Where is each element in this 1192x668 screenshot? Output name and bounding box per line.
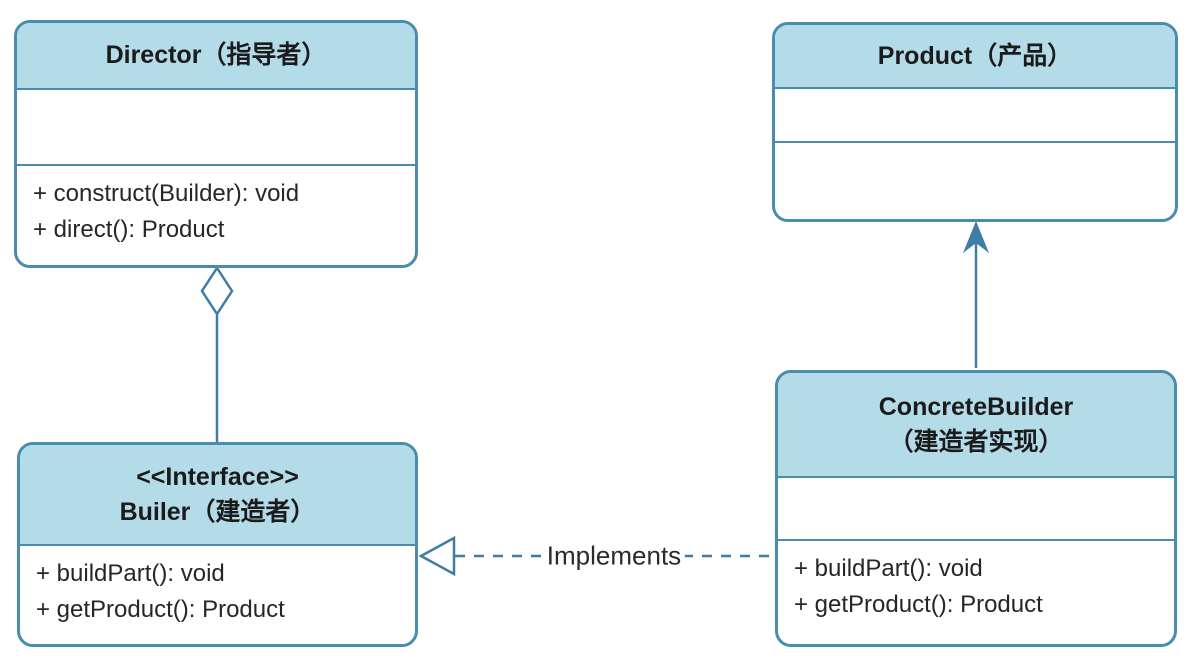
class-director-header: Director（指导者） xyxy=(17,23,415,90)
class-builder-title: Builer（建造者） xyxy=(119,497,316,526)
aggregation-edge-director-builder xyxy=(200,265,234,442)
class-concrete-builder-title: ConcreteBuilder xyxy=(878,392,1074,421)
class-concrete-builder-attributes xyxy=(778,478,1174,541)
class-concrete-builder-subtitle: （建造者实现） xyxy=(888,427,1064,456)
method-buildpart: + buildPart(): void xyxy=(794,555,983,582)
method-getproduct: + getProduct(): Product xyxy=(36,596,285,623)
class-concrete-builder: ConcreteBuilder （建造者实现） + buildPart(): v… xyxy=(775,370,1177,647)
class-product: Product（产品） xyxy=(772,22,1178,222)
class-director-title: Director（指导者） xyxy=(105,41,327,69)
class-director: Director（指导者） + construct(Builder): void… xyxy=(14,20,418,268)
method-direct: + direct(): Product xyxy=(33,216,225,243)
class-builder-header: <<Interface>> Builer（建造者） xyxy=(20,445,415,546)
method-construct: + construct(Builder): void xyxy=(33,180,300,207)
implements-edge-label: Implements xyxy=(542,540,686,572)
class-director-attributes xyxy=(17,90,415,166)
class-product-methods xyxy=(775,143,1175,219)
class-product-attributes xyxy=(775,89,1175,143)
realization-triangle-icon xyxy=(418,535,456,577)
aggregation-diamond-icon xyxy=(200,265,234,317)
association-edge-concretebuilder-product xyxy=(963,221,989,368)
class-director-methods: + construct(Builder): void + direct(): P… xyxy=(17,166,415,265)
class-product-title: Product（产品） xyxy=(877,41,1073,70)
method-getproduct: + getProduct(): Product xyxy=(794,591,1043,618)
class-concrete-builder-methods: + buildPart(): void + getProduct(): Prod… xyxy=(778,541,1174,644)
class-builder-stereotype: <<Interface>> xyxy=(136,462,299,491)
class-product-header: Product（产品） xyxy=(775,25,1175,89)
class-builder-interface: <<Interface>> Builer（建造者） + buildPart():… xyxy=(17,442,418,647)
class-builder-methods: + buildPart(): void + getProduct(): Prod… xyxy=(20,546,415,644)
method-buildpart: + buildPart(): void xyxy=(36,560,225,587)
class-concrete-builder-header: ConcreteBuilder （建造者实现） xyxy=(778,373,1174,478)
arrowhead-icon xyxy=(963,221,989,253)
